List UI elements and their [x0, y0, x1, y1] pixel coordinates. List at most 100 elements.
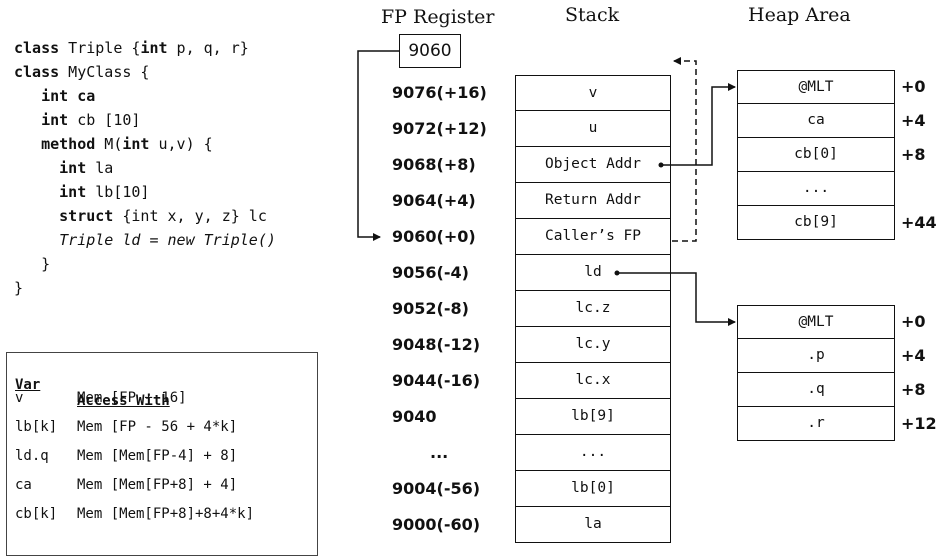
- stack-cell-label: Object Addr: [544, 156, 642, 172]
- code-token: Triple ld = new Triple(): [59, 231, 276, 249]
- callers-fp-dashed-arrow: [672, 57, 697, 242]
- object-addr-arrow: [661, 83, 736, 166]
- code-token: p, q, r}: [167, 39, 249, 57]
- heap-cell: @MLT: [737, 70, 895, 104]
- stack-address: 9068(+8): [392, 155, 476, 174]
- heap-cell: @MLT: [737, 305, 895, 339]
- stack-cell-label: v: [588, 85, 598, 101]
- stack-cell: Return Addr: [515, 183, 671, 219]
- stack-address: 9064(+4): [392, 191, 476, 210]
- code-token: }: [14, 255, 51, 273]
- code-token: int: [59, 159, 87, 177]
- access-column-header: Access With: [77, 393, 170, 409]
- code-line: }: [14, 276, 276, 300]
- fp-register-box: 9060: [399, 34, 461, 68]
- code-line: class MyClass {: [14, 60, 276, 84]
- heap-cell: .p: [737, 339, 895, 373]
- var-column-header: Var: [15, 377, 41, 393]
- access-table-header: Var Access With: [15, 361, 170, 425]
- stack-address: 9040: [392, 407, 437, 426]
- code-token: int: [59, 183, 87, 201]
- stack-address: 9000(-60): [392, 515, 481, 534]
- code-token: method: [41, 135, 96, 153]
- code-token: class: [14, 39, 60, 57]
- code-line: int cb [10]: [14, 108, 276, 132]
- heap-offset: +8: [901, 145, 926, 164]
- code-token: }: [14, 279, 24, 297]
- stack-address: 9052(-8): [392, 299, 469, 318]
- stack-cell: lc.z: [515, 291, 671, 327]
- heap-cell: ...: [737, 172, 895, 206]
- code-token: M(: [95, 135, 123, 153]
- code-line: int la: [14, 156, 276, 180]
- stack-cell: la: [515, 507, 671, 543]
- heap-cell: ca: [737, 104, 895, 138]
- fp-pointer-arrow: [357, 50, 399, 241]
- stack-cell: u: [515, 111, 671, 147]
- stack-address: 9048(-12): [392, 335, 481, 354]
- code-token: int: [41, 111, 69, 129]
- access-expression: Mem [Mem[FP+8]+8+4*k]: [77, 506, 255, 522]
- access-var: lb[k]: [15, 419, 58, 435]
- access-expression: Mem [Mem[FP+8] + 4]: [77, 477, 238, 493]
- heap-offset: +12: [901, 414, 937, 433]
- code-listing: class Triple {int p, q, r}class MyClass …: [14, 36, 276, 300]
- access-var: ld.q: [15, 448, 49, 464]
- code-token: MyClass {: [59, 63, 150, 81]
- heap-offset: +0: [901, 312, 926, 331]
- stack-address: 9044(-16): [392, 371, 481, 390]
- stack-cell-label: lb[0]: [571, 480, 615, 496]
- stack-address: 9060(+0): [392, 227, 476, 246]
- stack-heading: Stack: [565, 4, 620, 26]
- fp-register-heading: FP Register: [381, 6, 495, 28]
- heap-cell: .q: [737, 373, 895, 407]
- access-expression: Mem [FP - 56 + 4*k]: [77, 419, 238, 435]
- access-var: v: [15, 390, 24, 406]
- code-token: Triple {: [59, 39, 141, 57]
- heap-cell: cb[0]: [737, 138, 895, 172]
- stack-address: 9004(-56): [392, 479, 481, 498]
- code-token: int: [122, 135, 150, 153]
- code-token: u,v) {: [149, 135, 213, 153]
- code-line: Triple ld = new Triple(): [14, 228, 276, 252]
- stack-cell: Caller’s FP: [515, 219, 671, 255]
- code-line: class Triple {int p, q, r}: [14, 36, 276, 60]
- stack-address: 9076(+16): [392, 83, 487, 102]
- heap-cell: cb[9]: [737, 206, 895, 240]
- stack-cell-label: Return Addr: [544, 192, 642, 208]
- code-line: }: [14, 252, 276, 276]
- heap-offset: +44: [901, 213, 937, 232]
- stack-cell-label: lc.y: [575, 336, 611, 352]
- stack-cell-label: u: [588, 120, 598, 136]
- stack-cell-label: lc.z: [575, 300, 611, 316]
- code-token: int: [41, 87, 69, 105]
- stack-cell-label: Caller’s FP: [544, 228, 642, 244]
- code-token: la: [86, 159, 114, 177]
- ld-arrow: [617, 272, 736, 326]
- heap-heading: Heap Area: [748, 4, 851, 26]
- heap-cell: .r: [737, 407, 895, 441]
- stack-cell-label: lc.x: [575, 372, 611, 388]
- access-var: ca: [15, 477, 32, 493]
- stack-cell-label: la: [584, 516, 602, 532]
- stack-cell-label: lb[9]: [571, 408, 615, 424]
- heap-offset: +8: [901, 380, 926, 399]
- code-line: method M(int u,v) {: [14, 132, 276, 156]
- stack-cell: lb[9]: [515, 399, 671, 435]
- code-line: int ca: [14, 84, 276, 108]
- code-token: int: [140, 39, 168, 57]
- stack-cell-label: ld: [584, 264, 602, 280]
- heap-object-triple: @MLT.p.q.r: [737, 305, 895, 441]
- stack-cell: lc.x: [515, 363, 671, 399]
- access-expression: Mem [FP + 16]: [77, 390, 187, 406]
- access-table: Var Access With v Mem [FP + 16] lb[k] Mem […: [6, 352, 318, 556]
- stack-cell: lb[0]: [515, 471, 671, 507]
- heap-offset: +4: [901, 111, 926, 130]
- code-token: class: [14, 63, 60, 81]
- heap-offset: +4: [901, 346, 926, 365]
- code-token: struct: [59, 207, 114, 225]
- stack-address: 9072(+12): [392, 119, 487, 138]
